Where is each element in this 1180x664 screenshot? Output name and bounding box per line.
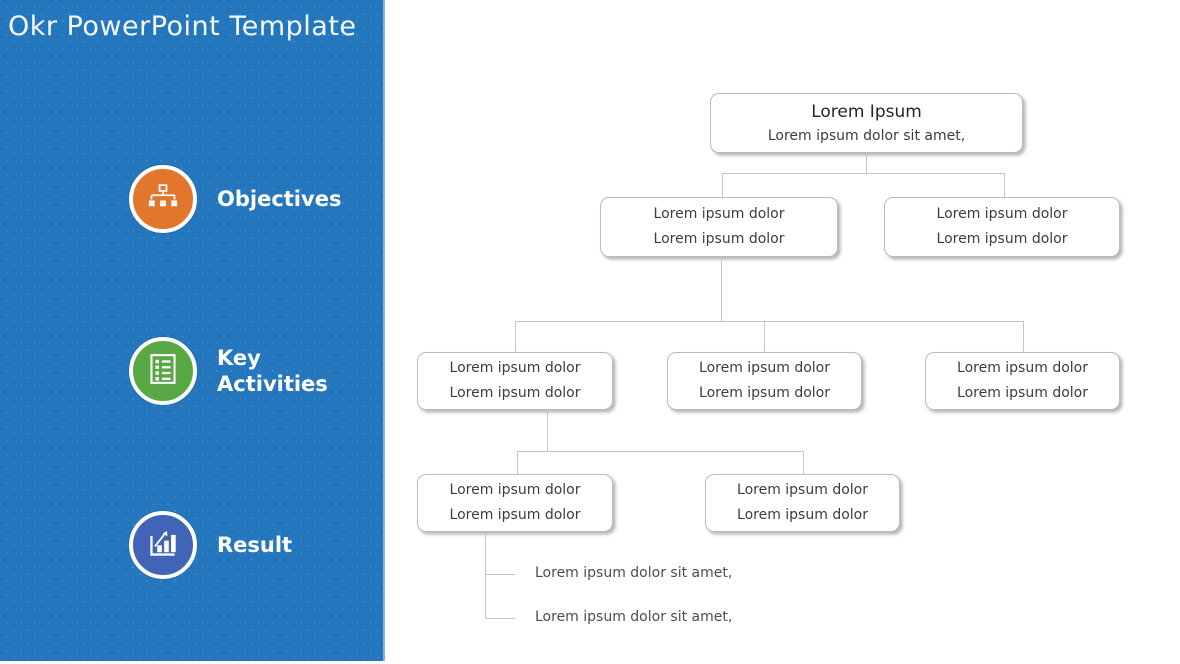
connector-line [764,321,765,352]
connector-line [485,532,486,618]
connector-line [485,618,515,619]
node-text-line: Lorem ipsum dolor [653,206,785,222]
result-icon-circle [129,511,197,579]
connector-line [515,321,516,352]
sidebar-item-label: Key Activities [217,346,328,396]
connector-line [1023,321,1024,352]
sidebar: Okr PowerPoint Template Object [0,0,385,661]
note-item: Lorem ipsum dolor sit amet, [535,609,733,625]
connector-line [515,321,1024,322]
org-chart-node-level4-left: Lorem ipsum dolor Lorem ipsum dolor [417,474,613,532]
connector-line [722,173,723,197]
node-text-line: Lorem ipsum dolor [936,206,1068,222]
node-text-line: Lorem ipsum dolor [957,385,1088,401]
org-chart-node-level3-left: Lorem ipsum dolor Lorem ipsum dolor [417,352,613,410]
org-chart-root-node: Lorem Ipsum Lorem ipsum dolor sit amet, [710,93,1023,153]
connector-line [1004,173,1005,197]
page-title: Okr PowerPoint Template [8,11,357,42]
sidebar-edge-highlight [383,0,385,661]
org-chart-node-level2-left: Lorem ipsum dolor Lorem ipsum dolor [600,197,838,257]
objectives-icon-circle [129,165,197,233]
connector-line [517,451,518,474]
org-chart-icon [148,184,178,214]
node-text-line: Lorem ipsum dolor [653,231,785,247]
key-activities-icon-circle [129,337,197,405]
bar-chart-icon [148,529,178,561]
org-chart-node-level3-right: Lorem ipsum dolor Lorem ipsum dolor [925,352,1120,410]
root-node-title: Lorem Ipsum [811,101,922,122]
sidebar-item-objectives: Objectives [129,165,367,233]
sidebar-item-label: Result [217,533,293,557]
org-chart-node-level2-right: Lorem ipsum dolor Lorem ipsum dolor [884,197,1120,257]
sidebar-item-key-activities: Key Activities [129,337,367,405]
connector-line [517,451,804,452]
connector-line [547,410,548,451]
connector-line [866,153,867,174]
node-text-line: Lorem ipsum dolor [449,385,581,401]
node-text-line: Lorem ipsum dolor [957,360,1088,376]
sidebar-item-result: Result [129,511,367,579]
node-text-line: Lorem ipsum dolor [699,360,830,376]
connector-line [722,173,1005,174]
node-text-line: Lorem ipsum dolor [737,482,868,498]
node-text-line: Lorem ipsum dolor [449,482,581,498]
node-text-line: Lorem ipsum dolor [449,507,581,523]
connector-line [485,574,515,575]
org-chart-node-level3-middle: Lorem ipsum dolor Lorem ipsum dolor [667,352,862,410]
root-node-subtitle: Lorem ipsum dolor sit amet, [767,127,966,144]
connector-line [803,451,804,474]
note-item: Lorem ipsum dolor sit amet, [535,565,733,581]
node-text-line: Lorem ipsum dolor [699,385,830,401]
org-chart-node-level4-right: Lorem ipsum dolor Lorem ipsum dolor [705,474,900,532]
node-text-line: Lorem ipsum dolor [737,507,868,523]
connector-line [721,257,722,321]
node-text-line: Lorem ipsum dolor [449,360,581,376]
sidebar-item-label: Objectives [217,187,342,211]
checklist-icon [150,354,176,388]
node-text-line: Lorem ipsum dolor [936,231,1068,247]
